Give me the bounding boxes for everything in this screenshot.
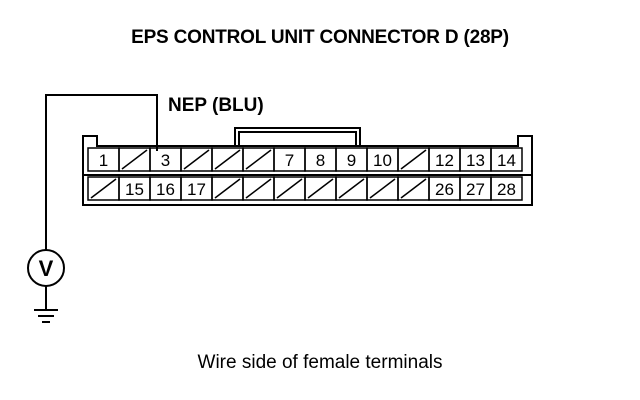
terminal-number: 17 <box>187 180 206 199</box>
terminal-number: 14 <box>497 151 516 170</box>
terminal-number: 26 <box>435 180 454 199</box>
diagram-caption: Wire side of female terminals <box>197 352 443 373</box>
terminal-number: 13 <box>466 151 485 170</box>
unused-terminal-mark <box>121 149 148 170</box>
unused-terminal-mark <box>400 149 427 170</box>
terminal-number: 9 <box>347 151 356 170</box>
wire-label: NEP (BLU) <box>168 95 264 116</box>
unused-terminal-mark <box>338 178 365 199</box>
terminal-number: 27 <box>466 180 485 199</box>
unused-terminal-mark <box>183 149 210 170</box>
terminal-number: 8 <box>316 151 325 170</box>
page-title: EPS CONTROL UNIT CONNECTOR D (28P) <box>131 27 509 48</box>
unused-terminal-mark <box>245 178 272 199</box>
unused-terminal-mark <box>90 178 117 199</box>
terminal-number: 3 <box>161 151 170 170</box>
voltmeter-icon: V <box>27 249 65 287</box>
unused-terminal-mark <box>400 178 427 199</box>
unused-terminal-mark <box>369 178 396 199</box>
ground-icon <box>34 309 58 323</box>
terminal-number: 12 <box>435 151 454 170</box>
connector-lock-tab <box>234 127 361 146</box>
unused-terminal-mark <box>276 178 303 199</box>
terminal-number: 10 <box>373 151 392 170</box>
unused-terminal-mark <box>214 149 241 170</box>
terminal-number: 15 <box>125 180 144 199</box>
terminal-number: 28 <box>497 180 516 199</box>
terminal-cell <box>490 147 523 172</box>
voltmeter-symbol: V <box>39 256 54 281</box>
unused-terminal-mark <box>245 149 272 170</box>
unused-terminal-mark <box>214 178 241 199</box>
terminal-number: 7 <box>285 151 294 170</box>
terminal-cell <box>490 176 523 201</box>
connector-outline <box>82 135 533 206</box>
unused-terminal-mark <box>307 178 334 199</box>
terminal-number: 1 <box>99 151 108 170</box>
terminal-number: 16 <box>156 180 175 199</box>
probe-wire <box>45 94 158 250</box>
